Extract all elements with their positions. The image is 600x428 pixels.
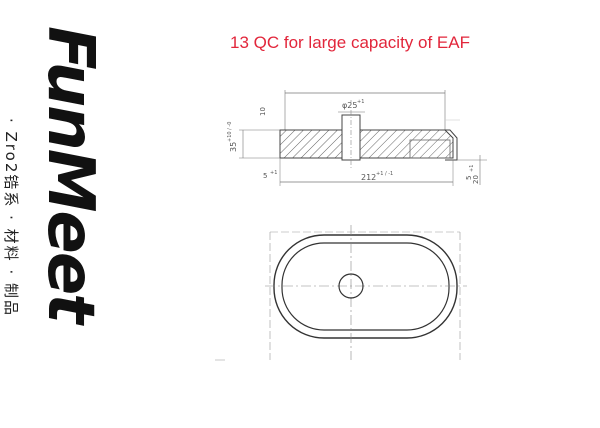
plan-outer-outline xyxy=(273,234,458,339)
section-body xyxy=(279,129,454,159)
height-tol: +10 / -0 xyxy=(227,122,233,142)
width-tol: +1 / -1 xyxy=(376,171,393,177)
small-five-label: 5 xyxy=(465,176,473,180)
brand-logo: FunMeet xyxy=(33,26,107,322)
brand-tagline: · Zro2锆系 · 材料 · 制品 xyxy=(2,118,20,317)
page-title: 13 QC for large capacity of EAF xyxy=(230,33,470,52)
plan-view xyxy=(215,119,467,361)
ring-height-tol: +1 xyxy=(469,165,475,172)
plan-inner-outline xyxy=(281,242,450,331)
brand-panel: FunMeet · Zro2锆系 · 材料 · 制品 xyxy=(0,0,110,428)
top-ten-label: 10 xyxy=(259,107,267,116)
bevel-label: 5 xyxy=(263,172,267,180)
hole-dia-label: φ25 xyxy=(342,101,357,110)
bevel-tol: +1 xyxy=(270,170,277,176)
section-view: φ25 +1 10 35 +10 / -0 5 +1 xyxy=(227,90,487,186)
width-label: 212 xyxy=(361,173,376,182)
ring-step xyxy=(409,139,451,159)
hole-dia-tol: +1 xyxy=(357,99,364,105)
ring-height-label: 20 xyxy=(472,175,480,184)
height-label: 35 xyxy=(229,142,238,152)
drawing-canvas: φ25 +1 10 35 +10 / -0 5 +1 xyxy=(215,90,487,361)
plan-center-hole xyxy=(338,273,364,299)
technical-drawing: φ25 +1 10 35 +10 / -0 5 +1 xyxy=(195,60,595,420)
